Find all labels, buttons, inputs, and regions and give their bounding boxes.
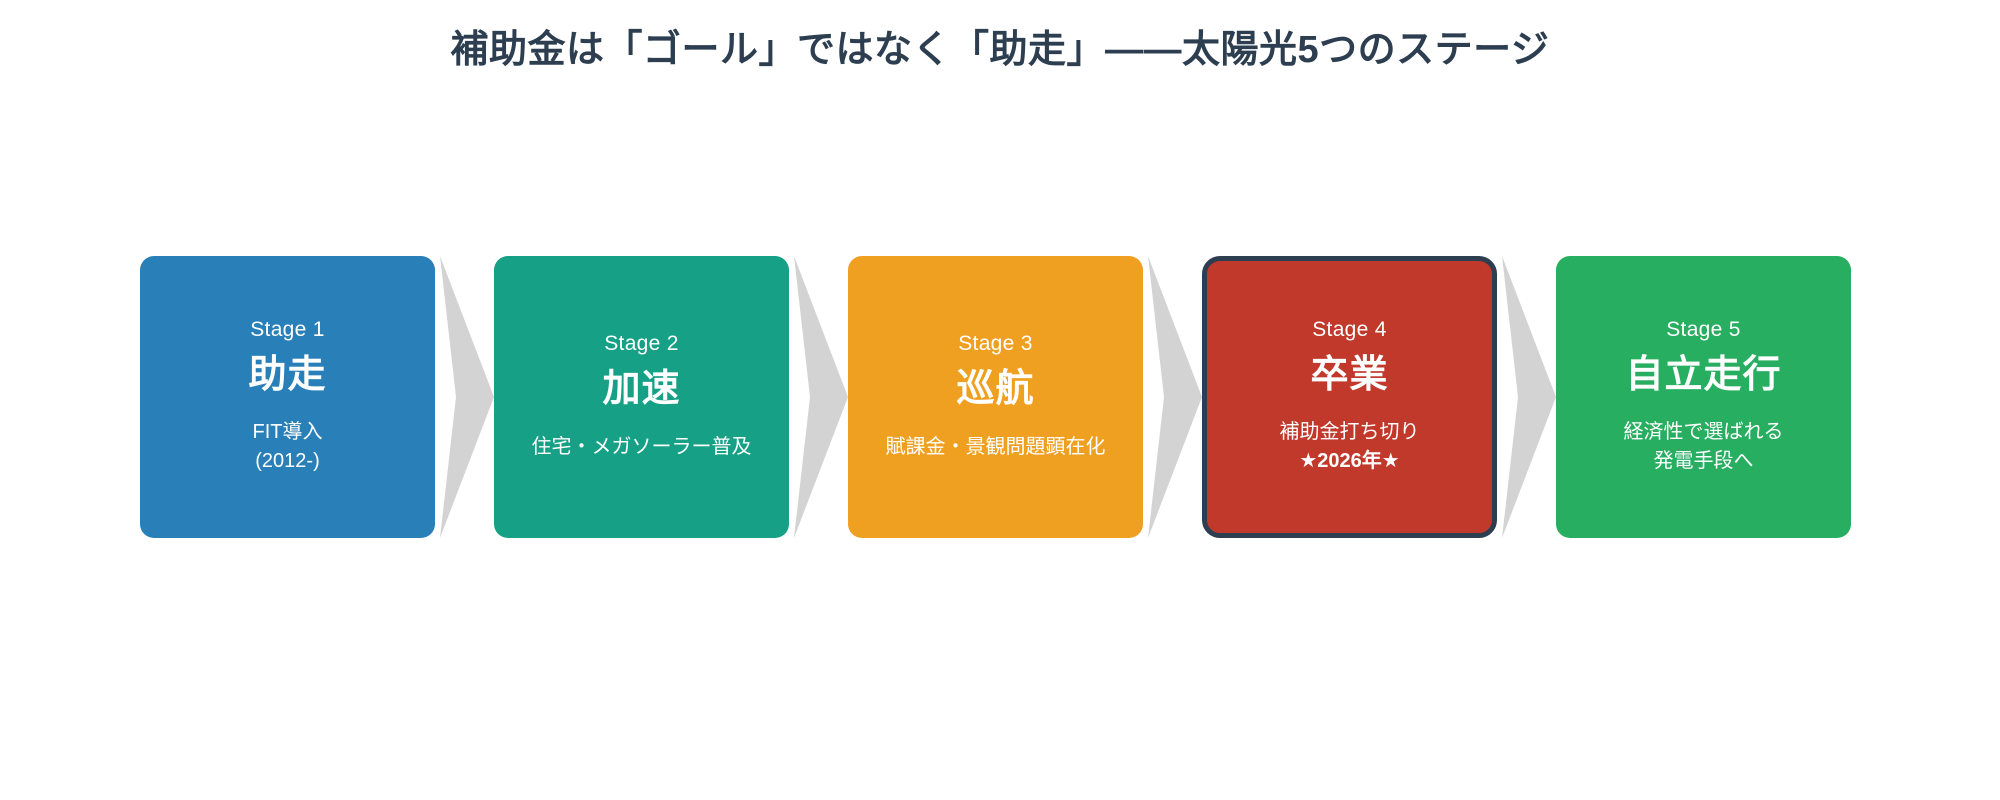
stage-description-line: 賦課金・景観問題顕在化 bbox=[885, 435, 1106, 458]
stage-description: FIT導入 (2012-) bbox=[253, 418, 323, 476]
stage-index-label: Stage 1 bbox=[250, 317, 325, 341]
stage-card-3[interactable]: Stage 3 巡航賦課金・景観問題顕在化 bbox=[848, 256, 1143, 538]
stage-name: 加速 bbox=[602, 368, 681, 411]
stage-slot-1: Stage 1 助走 FIT導入 (2012-) bbox=[140, 256, 435, 538]
stage-card-5[interactable]: Stage 5 自立走行経済性で選ばれる発電手段へ bbox=[1556, 256, 1851, 538]
stage-description-line: 補助金打ち切り bbox=[1279, 421, 1420, 444]
stage-index-label: Stage 3 bbox=[958, 332, 1033, 356]
stage-description-line: (2012-) bbox=[255, 450, 320, 473]
stage-description-line: 住宅・メガソーラー普及 bbox=[531, 435, 752, 458]
stage-name: 自立走行 bbox=[1625, 353, 1782, 396]
stage-index-label: Stage 2 bbox=[604, 332, 679, 356]
stage-description-line: 経済性で選ばれる bbox=[1623, 421, 1784, 444]
stage-name: 助走 bbox=[248, 353, 327, 396]
chevron-right-icon bbox=[436, 256, 494, 538]
stage-card-2[interactable]: Stage 2 加速住宅・メガソーラー普及 bbox=[494, 256, 789, 538]
stage-description: 賦課金・景観問題顕在化 bbox=[886, 433, 1106, 462]
stage-flow: Stage 1 助走 FIT導入 (2012-) Stage 2 加速住宅・メガソーラー普… bbox=[140, 256, 1851, 538]
stage-slot-4: Stage 4 卒業補助金打ち切り ★2026年★ bbox=[1202, 256, 1497, 538]
stage-name: 巡航 bbox=[956, 368, 1035, 411]
page-title: 補助金は「ゴール」ではなく「助走」——太陽光5つのステージ bbox=[450, 29, 1550, 71]
chevron-right-icon bbox=[790, 256, 848, 538]
chevron-right-icon bbox=[1498, 256, 1556, 538]
stage-card-4[interactable]: Stage 4 卒業補助金打ち切り ★2026年★ bbox=[1202, 256, 1497, 538]
stage-name: 卒業 bbox=[1310, 353, 1389, 396]
stage-index-label: Stage 5 bbox=[1666, 317, 1741, 341]
chevron-right-icon bbox=[1144, 256, 1202, 538]
stage-slot-2: Stage 2 加速住宅・メガソーラー普及 bbox=[494, 256, 789, 538]
stage-slot-3: Stage 3 巡航賦課金・景観問題顕在化 bbox=[848, 256, 1143, 538]
stage-description-line: 発電手段へ bbox=[1653, 450, 1754, 473]
stage-index-label: Stage 4 bbox=[1312, 317, 1387, 341]
stage-description: 経済性で選ばれる発電手段へ bbox=[1624, 418, 1784, 476]
stage-description: 補助金打ち切り ★2026年★ bbox=[1280, 418, 1420, 476]
stage-description-line: FIT導入 bbox=[252, 421, 323, 444]
stage-description-emphasis: ★2026年★ bbox=[1299, 450, 1400, 473]
stage-slot-5: Stage 5 自立走行経済性で選ばれる発電手段へ bbox=[1556, 256, 1851, 538]
stage-description: 住宅・メガソーラー普及 bbox=[532, 433, 752, 462]
stage-card-1[interactable]: Stage 1 助走 FIT導入 (2012-) bbox=[140, 256, 435, 538]
